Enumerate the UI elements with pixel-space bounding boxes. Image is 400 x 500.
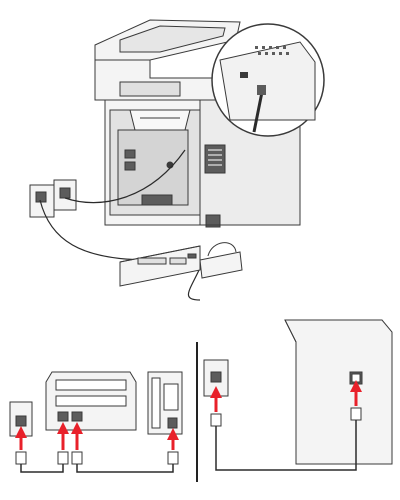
phone-cable-icon [20, 464, 174, 473]
printer-icon [284, 319, 393, 465]
telephone-icon [199, 242, 243, 279]
zoom-callout-icon [211, 23, 325, 137]
answering-machine-icon [45, 371, 137, 431]
wall-jack-icon [9, 401, 33, 437]
phone-cable-icon [215, 420, 357, 471]
wall-jack-icon [203, 359, 229, 397]
phone-plug-icon [15, 451, 179, 465]
red-arrow-icon [15, 422, 179, 450]
red-arrow-icon [210, 380, 362, 412]
telephone-icon [147, 371, 183, 435]
answering-machine-icon [119, 245, 201, 287]
fax-port-icon [240, 72, 266, 133]
wall-jack-icon [29, 179, 77, 218]
